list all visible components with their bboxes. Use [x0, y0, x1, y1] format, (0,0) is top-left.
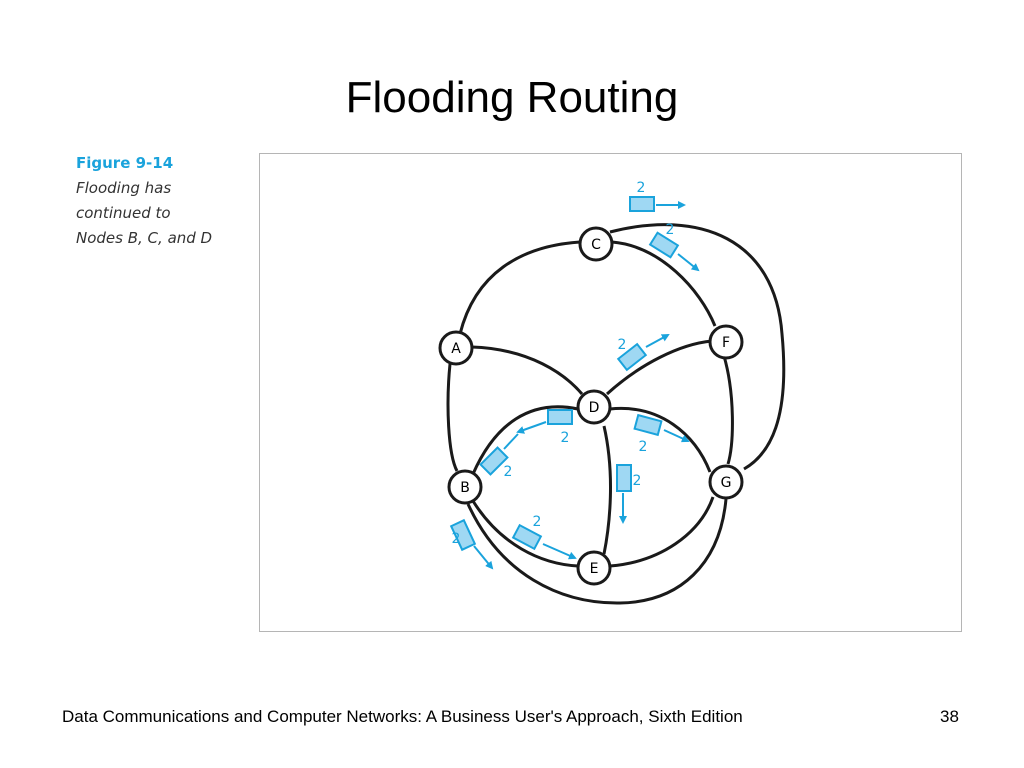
- slide-title: Flooding Routing: [345, 73, 679, 122]
- svg-text:2: 2: [452, 531, 461, 547]
- svg-text:2: 2: [637, 180, 646, 196]
- svg-text:C: C: [591, 237, 601, 253]
- link-a-d: [471, 345, 584, 395]
- network-diagram: C A F D B G E 2: [438, 180, 786, 605]
- link-d-e: [602, 425, 613, 555]
- caption-line: Flooding has: [76, 179, 172, 197]
- svg-text:2: 2: [561, 430, 570, 446]
- svg-text:2: 2: [639, 439, 648, 455]
- link-c-g: [609, 223, 786, 471]
- svg-text:G: G: [721, 475, 732, 491]
- svg-text:2: 2: [666, 222, 675, 238]
- packet-b-to-g: 2: [449, 518, 494, 570]
- svg-text:2: 2: [533, 514, 542, 530]
- node-c: C: [578, 226, 614, 262]
- figure-label: Figure 9-14: [76, 154, 174, 172]
- packet-d-to-f: 2: [616, 334, 670, 372]
- packet-d-to-b: 2: [516, 409, 573, 446]
- packet-c-to-g: 2: [629, 180, 686, 212]
- packet-c-to-f: 2: [648, 222, 700, 272]
- node-a: A: [438, 330, 474, 366]
- link-b-e: [471, 500, 579, 568]
- svg-text:A: A: [451, 341, 461, 357]
- packet-b-to-d: 2: [479, 433, 519, 480]
- packet-b-to-e: 2: [511, 514, 577, 560]
- node-b: B: [447, 469, 483, 505]
- link-b-g: [466, 498, 728, 605]
- node-e: E: [576, 550, 612, 586]
- node-f: F: [708, 324, 744, 360]
- svg-text:D: D: [589, 400, 600, 416]
- figure-caption: Figure 9-14 Flooding has continued to No…: [76, 151, 212, 251]
- link-e-g: [609, 496, 715, 568]
- page-number: 38: [940, 707, 959, 726]
- link-d-f: [605, 339, 713, 396]
- svg-text:B: B: [460, 480, 470, 496]
- svg-text:2: 2: [618, 337, 627, 353]
- svg-text:2: 2: [633, 473, 642, 489]
- link-c-f: [611, 240, 717, 327]
- network-diagram-frame: C A F D B G E 2: [259, 153, 962, 632]
- node-d: D: [576, 389, 612, 425]
- link-f-g: [722, 355, 734, 465]
- node-g: G: [708, 464, 744, 500]
- svg-text:F: F: [722, 335, 730, 351]
- link-a-b: [446, 363, 459, 472]
- link-d-b: [471, 405, 579, 475]
- packet-d-to-e: 2: [616, 464, 642, 524]
- footer-text: Data Communications and Computer Network…: [62, 707, 743, 726]
- svg-text:E: E: [590, 561, 599, 577]
- link-d-g: [609, 406, 712, 473]
- caption-line: continued to: [76, 204, 171, 222]
- caption-line: Nodes B, C, and D: [76, 229, 213, 247]
- svg-text:2: 2: [504, 464, 513, 480]
- link-a-c: [458, 240, 581, 335]
- packet-d-to-g: 2: [633, 413, 690, 455]
